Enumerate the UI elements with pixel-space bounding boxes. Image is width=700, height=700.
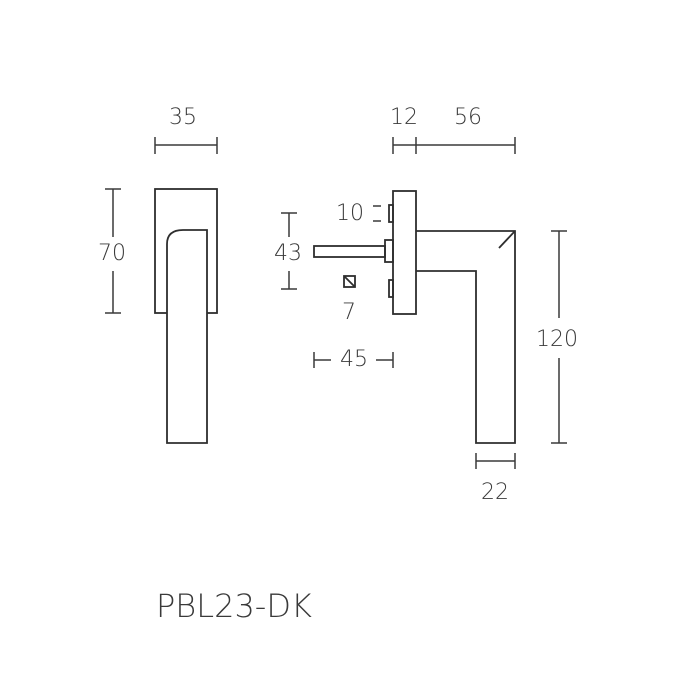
spindle xyxy=(313,245,386,258)
lever-bevel xyxy=(498,230,516,249)
side-lever xyxy=(416,230,516,444)
side-view xyxy=(313,190,516,444)
dim-label-43: 43 xyxy=(274,241,302,266)
dim-label-7: 7 xyxy=(342,300,356,325)
dim-label-45: 45 xyxy=(340,347,368,372)
spindle-square-icon xyxy=(343,275,356,288)
product-code: PBL23-DK xyxy=(156,587,312,625)
side-rose-plate xyxy=(392,190,417,315)
dim-lever-width: 22 xyxy=(475,453,516,505)
dim-front-height: 70 xyxy=(98,188,126,314)
spindle-collar xyxy=(384,239,394,263)
front-view xyxy=(154,188,218,444)
dim-label-70: 70 xyxy=(98,241,126,266)
dim-label-56: 56 xyxy=(454,105,482,130)
dim-label-22: 22 xyxy=(481,480,509,505)
dim-label-12: 12 xyxy=(390,105,418,130)
dim-front-width: 35 xyxy=(154,105,218,154)
dim-spindle-length: 45 xyxy=(313,347,394,372)
dim-spindle-height: 43 xyxy=(274,212,302,290)
dim-tab: 10 xyxy=(336,201,381,226)
dim-lever-length: 120 xyxy=(536,230,578,444)
dim-label-120: 120 xyxy=(536,327,578,352)
dim-label-35: 35 xyxy=(169,105,197,130)
dim-label-10: 10 xyxy=(336,201,364,226)
front-lever xyxy=(166,229,208,444)
dim-rose-lever: 12 56 xyxy=(390,105,516,154)
